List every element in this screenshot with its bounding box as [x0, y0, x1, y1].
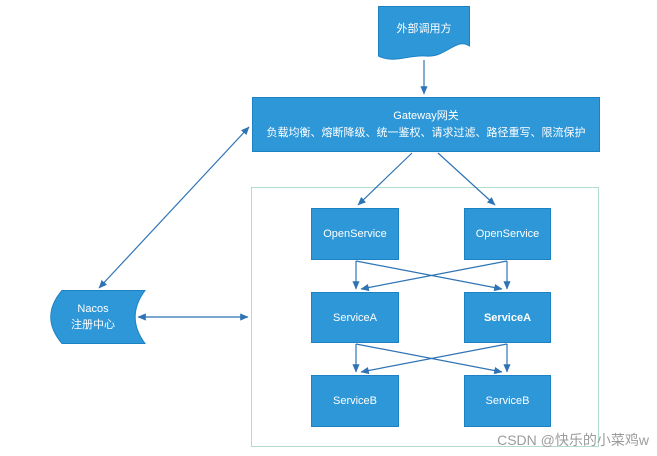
serviceb-left-node: ServiceB	[311, 375, 399, 427]
arrow-gateway-nacos-bidirectional	[98, 126, 250, 289]
servicea-left-label: ServiceA	[332, 311, 378, 324]
servicea-right-node: ServiceA	[464, 292, 551, 343]
gateway-subtitle: 负载均衡、熔断降级、统一鉴权、请求过滤、路径重写、限流保护	[266, 127, 586, 139]
openservice-left-node: OpenService	[311, 208, 399, 260]
csdn-watermark: CSDN @快乐的小菜鸡w	[497, 432, 649, 448]
gateway-title: Gateway网关	[393, 110, 459, 122]
servicea-right-label: ServiceA	[483, 311, 532, 324]
openservice-left-label: OpenService	[323, 228, 387, 240]
nacos-node: Nacos 注册中心	[48, 290, 146, 344]
serviceb-right-node: ServiceB	[464, 375, 551, 427]
openservice-right-label: OpenService	[475, 228, 540, 240]
serviceb-right-label: ServiceB	[485, 395, 530, 407]
stored-data-shape	[50, 290, 146, 344]
servicea-left-node: ServiceA	[311, 292, 399, 343]
document-shape	[378, 6, 470, 60]
external-caller-node: 外部调用方	[378, 6, 470, 64]
serviceb-left-label: ServiceB	[332, 395, 378, 407]
services-cluster-boundary	[251, 187, 599, 447]
openservice-right-node: OpenService	[464, 208, 551, 260]
gateway-node: Gateway网关 负载均衡、熔断降级、统一鉴权、请求过滤、路径重写、限流保护	[252, 97, 600, 152]
